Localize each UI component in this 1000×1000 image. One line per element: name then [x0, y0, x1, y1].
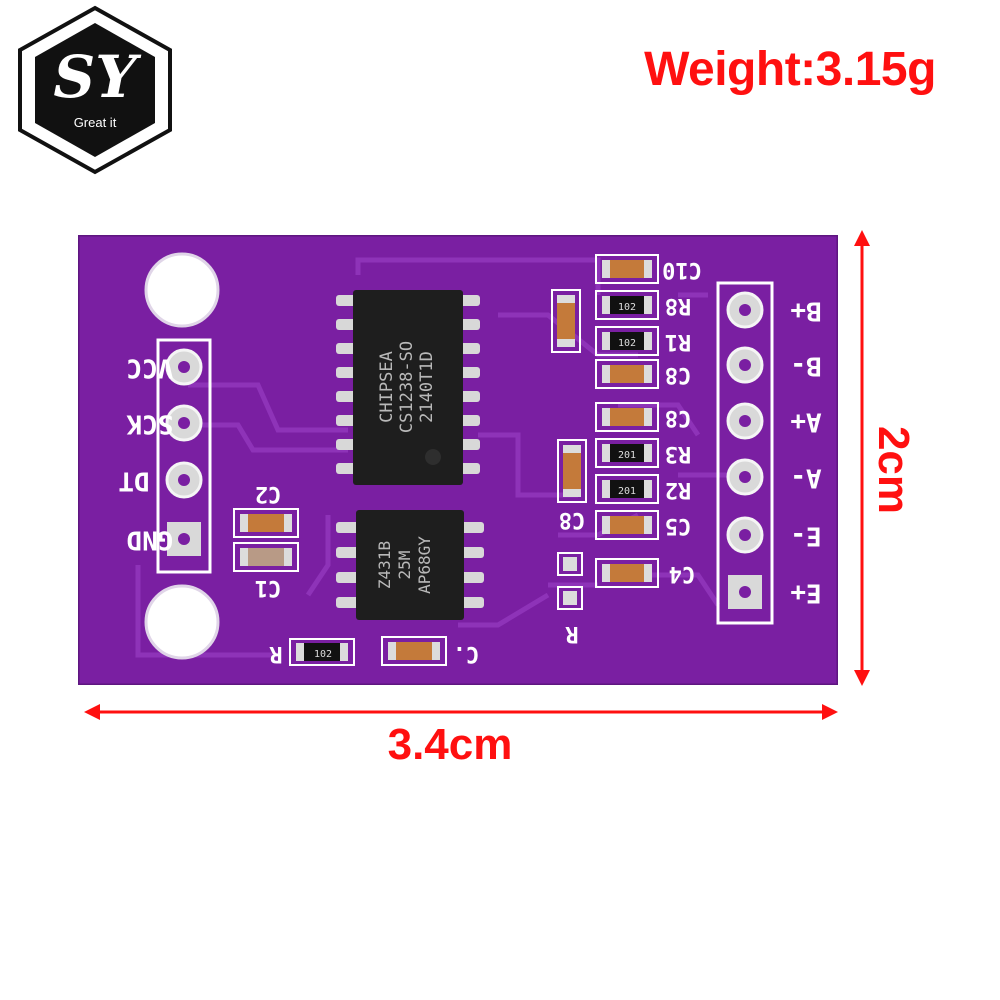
regulator-ic-text-1: Z431B — [375, 541, 394, 589]
regulator-ic-text-3: AP68GY — [415, 536, 434, 594]
pin-label-dt: DT — [118, 466, 149, 496]
width-dimension-label: 3.4cm — [387, 720, 513, 769]
r8-code: 102 — [618, 302, 636, 313]
pin-label-vcc: VCC — [127, 353, 174, 383]
pin-label-e-plus: E+ — [790, 578, 821, 608]
silk-c2: C2 — [255, 481, 282, 506]
silk-r-bottom: R — [269, 641, 283, 666]
main-ic-text-2: CS1238-SO — [397, 341, 417, 433]
mount-hole-bottom — [144, 584, 220, 660]
logo-letters: SY — [53, 43, 142, 111]
left-header-outline — [156, 338, 212, 574]
silk-c5: C5 — [665, 513, 692, 538]
mount-hole-top — [144, 252, 220, 328]
regulator-ic-text-2: 25M — [395, 551, 414, 580]
pin-label-e-minus: E- — [790, 521, 821, 551]
silk-r1: R1 — [665, 329, 692, 354]
right-header-outline — [716, 281, 774, 625]
logo-tagline: Great it — [74, 115, 117, 130]
pin-label-a-plus: A+ — [790, 407, 821, 437]
pin-label-sck: SCK — [126, 409, 173, 439]
main-ic: CHIPSEA CS1238-SO 2140T1D — [336, 290, 480, 485]
silk-r-right: R — [565, 621, 579, 646]
pin-label-gnd: GND — [127, 525, 174, 555]
brand-logo: SY Great it — [18, 5, 172, 175]
right-header-pads — [726, 291, 764, 609]
silk-c8-b: C8 — [665, 405, 692, 430]
height-dimension-label: 2cm — [869, 425, 918, 515]
silk-r8: R8 — [665, 293, 692, 318]
main-ic-text-3: 2140T1D — [417, 351, 437, 423]
silk-r2: R2 — [665, 477, 692, 502]
weight-label: Weight:3.15g — [644, 43, 936, 96]
regulator-ic: Z431B 25M AP68GY — [336, 510, 484, 620]
silk-c8-c: C8 — [559, 507, 586, 532]
silk-c10: C10 — [662, 257, 702, 282]
main-ic-text-1: CHIPSEA — [377, 351, 397, 423]
silk-c1: C1 — [255, 575, 282, 600]
silk-c8-a: C8 — [665, 362, 692, 387]
pin-label-b-minus: B- — [790, 351, 821, 381]
silk-c-dot: C. — [453, 641, 480, 666]
passives: 102 102 201 201 — [233, 254, 659, 666]
bottom-resistor-code: 102 — [314, 649, 332, 660]
pcb-board: VCC SCK DT GND CHIPSEA CS1238-SO 2140T1D — [78, 235, 838, 685]
r2-code: 201 — [618, 486, 636, 497]
pin-label-a-minus: A- — [790, 463, 821, 493]
silk-r3: R3 — [665, 441, 692, 466]
pin-label-b-plus: B+ — [790, 296, 821, 326]
silk-c4: C4 — [669, 561, 696, 586]
r1-code: 102 — [618, 338, 636, 349]
left-header-pads — [165, 348, 203, 556]
r3-code: 201 — [618, 450, 636, 461]
